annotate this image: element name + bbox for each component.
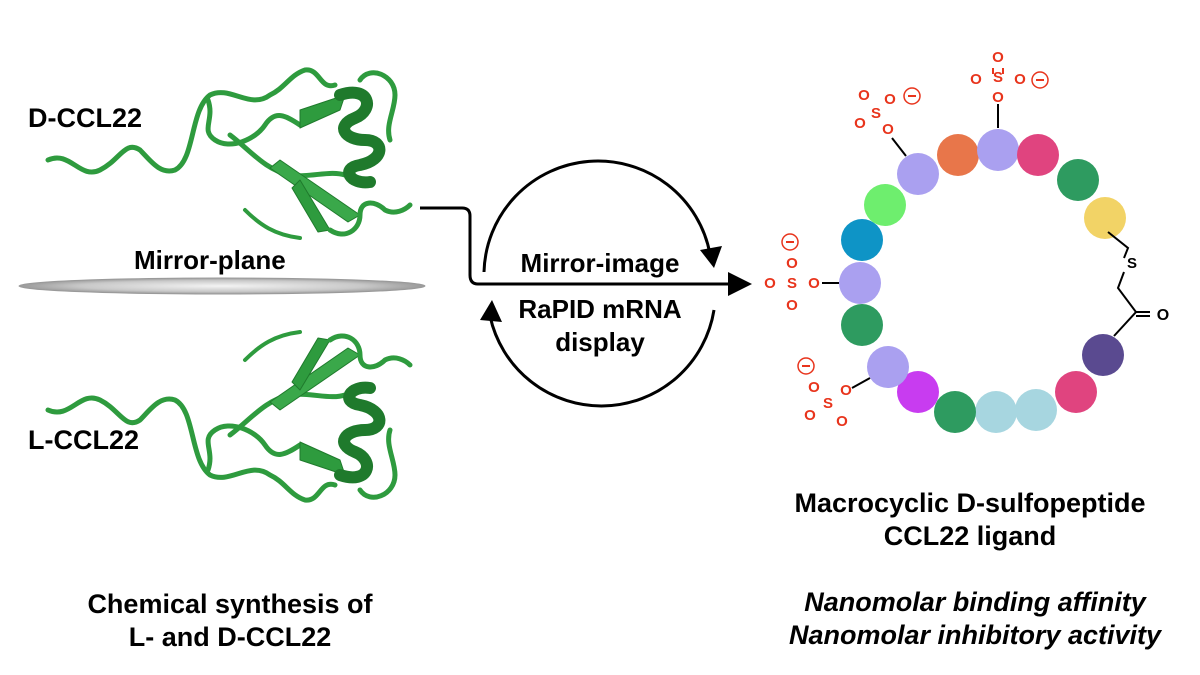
left-caption: Chemical synthesis of L- and D-CCL22 (40, 588, 420, 654)
cycle-arrow-top (482, 159, 712, 273)
oxygen-atom: O (992, 49, 1004, 66)
residue-bead (1082, 334, 1124, 376)
sulfur-atom: S (871, 105, 881, 122)
right-caption-line2: CCL22 ligand (883, 521, 1057, 551)
cycle-arrow-bottom (488, 309, 716, 408)
bond (891, 137, 907, 157)
residue-bead (839, 262, 881, 304)
residue-bead (1055, 371, 1097, 413)
residue-bead (934, 391, 976, 433)
oxygen-atom: O (804, 407, 816, 424)
macrocycle (839, 129, 1126, 433)
right-caption: Macrocyclic D-sulfopeptide CCL22 ligand (760, 487, 1180, 553)
d-ccl22-label: D-CCL22 (28, 103, 143, 133)
oxygen-atom: O (970, 71, 982, 88)
oxygen-atom: O (1014, 71, 1026, 88)
oxygen-atom: O (786, 297, 798, 314)
thioether-linker (1107, 231, 1150, 337)
right-caption-line1: Macrocyclic D-sulfopeptide (794, 488, 1146, 518)
negative-charge-icon (1031, 71, 1049, 89)
selection-arrowhead (728, 272, 752, 296)
oxygen-atom: O (786, 255, 798, 272)
left-caption-line2: L- and D-CCL22 (128, 622, 332, 652)
mirror-plane-label: Mirror-plane (134, 245, 286, 275)
cycle-arrowhead-bottom (480, 300, 502, 322)
cycle-arrowhead-top (700, 246, 722, 268)
l-ccl22-label: L-CCL22 (28, 425, 140, 455)
cycle-label-line3: display (555, 327, 645, 357)
oxygen-atom: O (764, 275, 776, 292)
oxygen-atom: O (882, 121, 894, 138)
sulfur-atom: S (993, 69, 1003, 86)
residue-bead (937, 134, 979, 176)
left-caption-line1: Chemical synthesis of (87, 589, 373, 619)
sulfur-atom: S (823, 395, 833, 412)
residue-bead (897, 371, 939, 413)
residue-bead (1015, 389, 1057, 431)
residue-bead (977, 129, 1019, 171)
oxygen-atom: O (808, 275, 820, 292)
carbonyl-oxygen-atom: O (1157, 307, 1169, 324)
right-italic-line2: Nanomolar inhibitory activity (788, 620, 1162, 650)
sulfur-atom: S (1127, 255, 1137, 272)
oxygen-atom: O (884, 91, 896, 108)
residue-bead (975, 391, 1017, 433)
residue-bead (841, 304, 883, 346)
oxygen-atom: O (808, 379, 820, 396)
residue-bead (1017, 134, 1059, 176)
sulfur-atom: S (787, 275, 797, 292)
negative-charge-icon (797, 357, 815, 375)
negative-charge-icon (903, 87, 921, 105)
residue-bead (1084, 197, 1126, 239)
oxygen-atom: O (854, 115, 866, 132)
oxygen-atom: O (858, 87, 870, 104)
residue-bead (841, 219, 883, 261)
oxygen-atom: O (836, 413, 848, 430)
residue-bead (867, 346, 909, 388)
negative-charge-icon (781, 233, 799, 251)
cycle-label-line2: RaPID mRNA (518, 294, 682, 324)
bond (851, 377, 871, 389)
selection-arrow (420, 206, 740, 286)
oxygen-atom: O (840, 382, 852, 399)
residue-bead (1057, 159, 1099, 201)
d-ccl22-structure (45, 67, 413, 240)
right-activity-caption: Nanomolar binding affinity Nanomolar inh… (760, 586, 1190, 652)
oxygen-atom: O (992, 89, 1004, 106)
cycle-label-line1: Mirror-image (520, 248, 680, 278)
residue-bead (897, 153, 939, 195)
l-ccl22-structure (45, 330, 413, 503)
residue-bead (864, 184, 906, 226)
right-italic-line1: Nanomolar binding affinity (804, 587, 1146, 617)
mirror-plane (18, 277, 426, 295)
